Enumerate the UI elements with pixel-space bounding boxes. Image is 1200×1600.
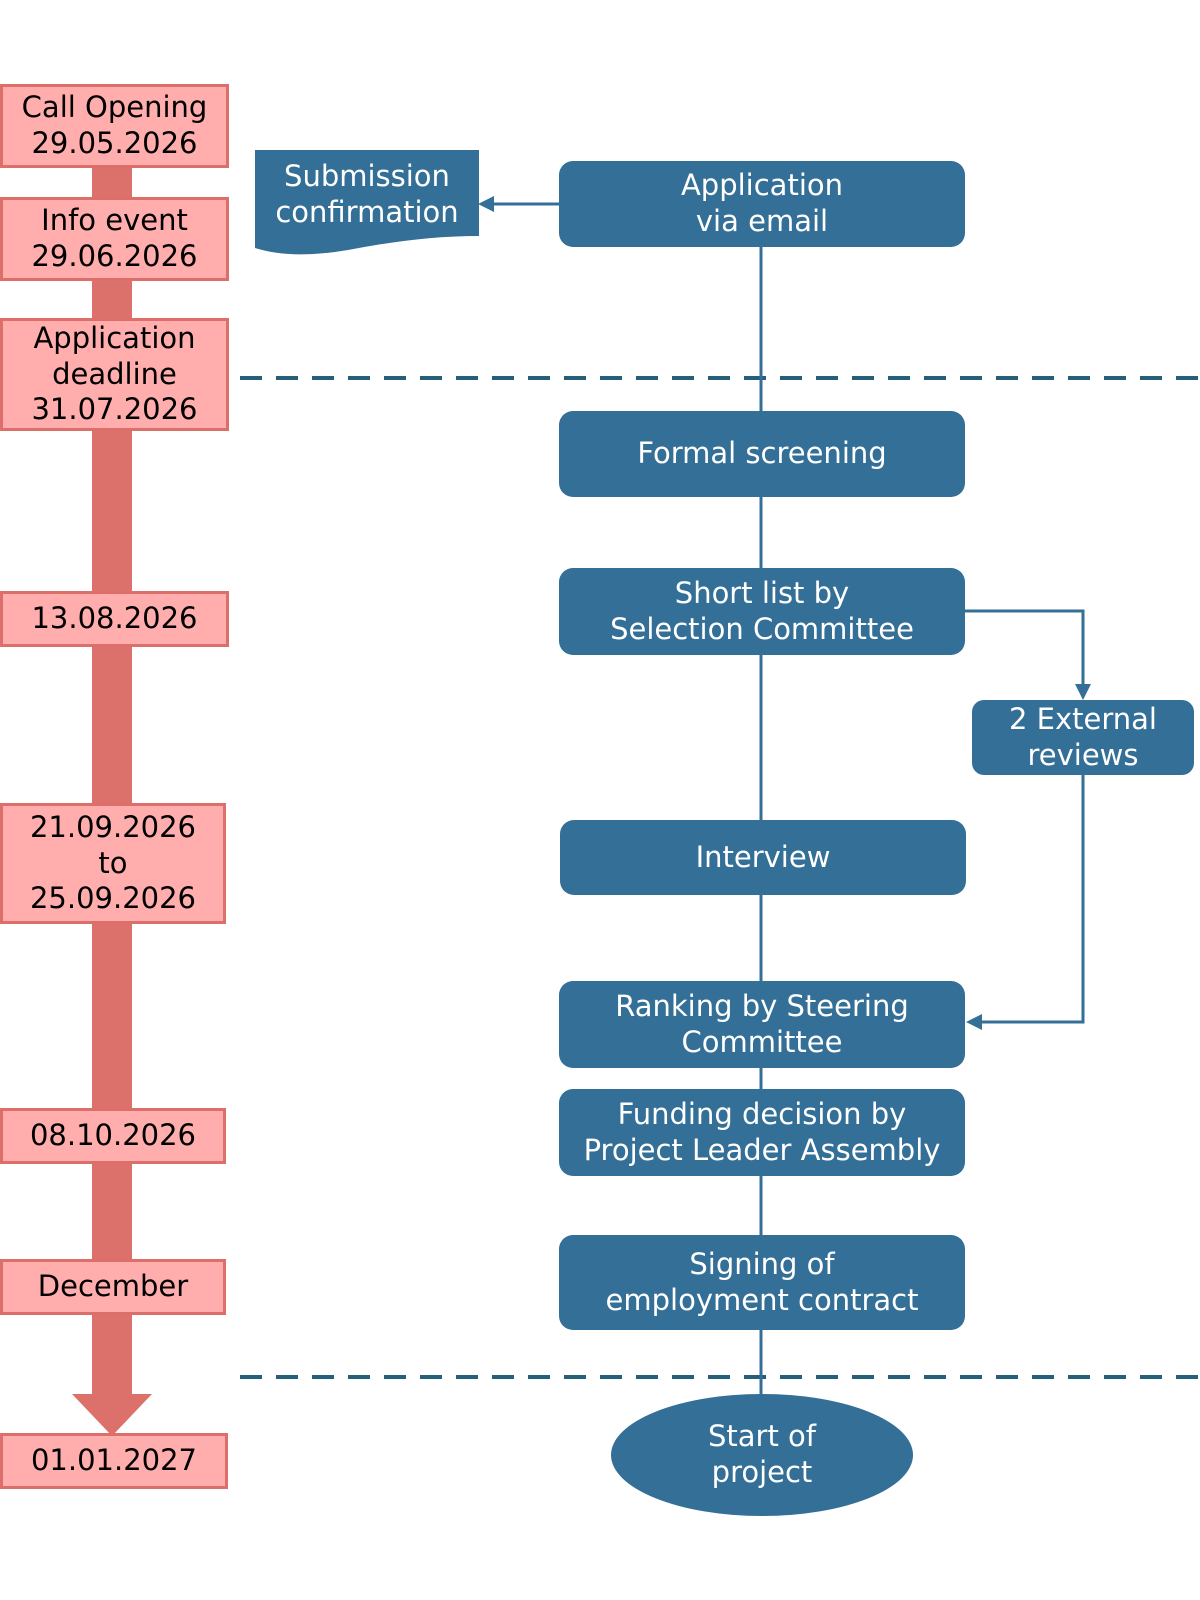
- timeline-project-start-date: 01.01.2027: [0, 1433, 228, 1489]
- interview-step: Interview: [560, 820, 966, 895]
- timeline-decision-date: 08.10.2026: [0, 1108, 226, 1164]
- formal-screening-step: Formal screening: [559, 411, 965, 497]
- timeline-application-deadline: Application deadline 31.07.2026: [0, 318, 229, 431]
- submission-confirmation-label: Submission confirmation: [275, 159, 459, 229]
- application-step: Application via email: [559, 161, 965, 247]
- external-review-connector: [964, 609, 1085, 686]
- submission-document-shape: [255, 150, 479, 255]
- timeline-contract-period: December: [0, 1259, 226, 1315]
- external-review-arrowhead: [1075, 684, 1091, 700]
- timeline-info-event: Info event 29.06.2026: [0, 197, 229, 281]
- timeline-shortlist-date: 13.08.2026: [0, 591, 229, 647]
- contract-signing-step: Signing of employment contract: [559, 1235, 965, 1330]
- funding-decision-step: Funding decision by Project Leader Assem…: [559, 1089, 965, 1176]
- project-start-step: Start of project: [611, 1394, 913, 1516]
- timeline-arrow-head: [72, 1394, 152, 1436]
- external-reviews-step: 2 External reviews: [972, 700, 1194, 775]
- confirmation-arrowhead: [478, 196, 494, 212]
- ranking-arrowhead: [966, 1014, 982, 1030]
- timeline-interview-period: 21.09.2026 to 25.09.2026: [0, 803, 226, 924]
- short-list-step: Short list by Selection Committee: [559, 568, 965, 655]
- timeline-call-opening: Call Opening 29.05.2026: [0, 84, 229, 168]
- ranking-connector: [980, 774, 1085, 1024]
- ranking-step: Ranking by Steering Committee: [559, 981, 965, 1068]
